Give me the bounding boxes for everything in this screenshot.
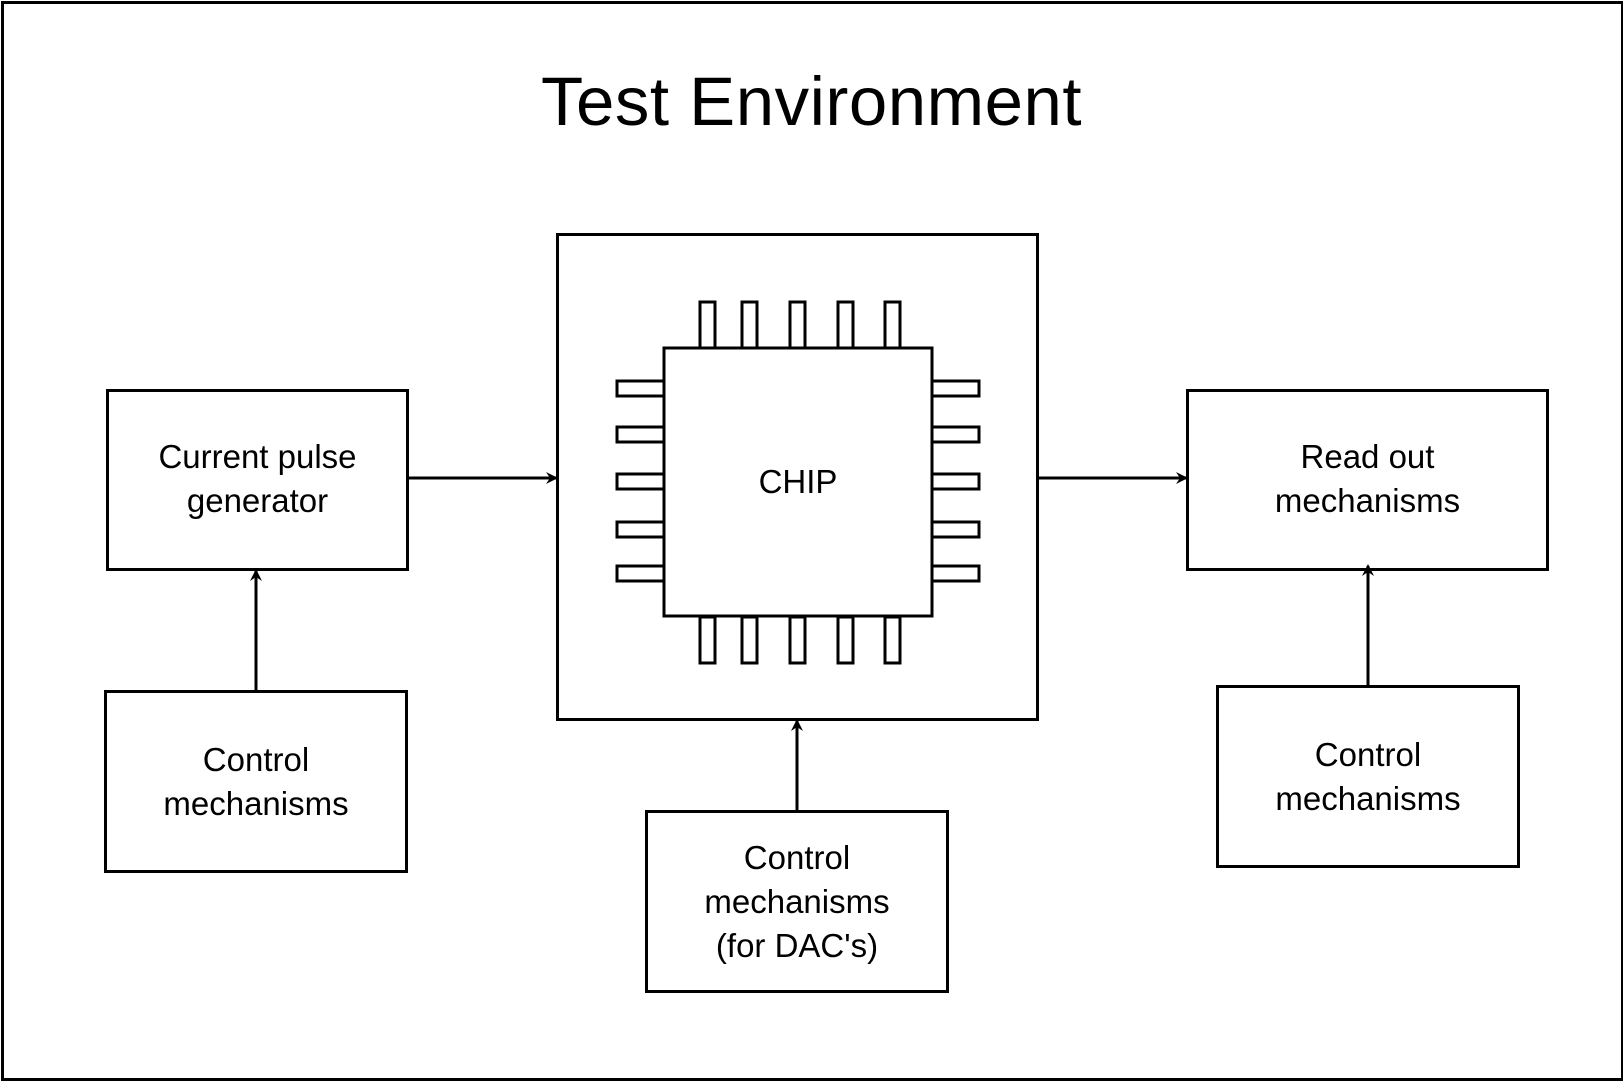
chip-pin — [615, 425, 666, 444]
chip-pin — [788, 300, 807, 350]
chip-pins-right — [930, 379, 981, 583]
current-pulse-generator-label: Current pulse generator — [158, 437, 357, 519]
chip-pin — [615, 520, 666, 539]
control-mechanisms-right-label: Control mechanisms — [1275, 735, 1461, 817]
chip-pin — [930, 425, 981, 444]
chip-pin — [615, 472, 666, 491]
control-mechanisms-left-label: Control mechanisms — [163, 740, 349, 822]
read-out-mechanisms-box: Read out mechanisms — [1186, 389, 1549, 571]
chip-pin — [883, 615, 902, 665]
chip-pin — [740, 300, 759, 350]
control-mechanisms-dac-label: Control mechanisms (for DAC's) — [704, 838, 890, 964]
control-mechanisms-dac-box: Control mechanisms (for DAC's) — [645, 810, 949, 993]
chip-pin — [930, 520, 981, 539]
current-pulse-generator-box: Current pulse generator — [106, 389, 409, 571]
chip-pin — [883, 300, 902, 350]
chip-pin — [788, 615, 807, 665]
chip-pins-left — [615, 379, 666, 583]
chip-pin — [930, 379, 981, 398]
control-mechanisms-left-box: Control mechanisms — [104, 690, 408, 873]
chip-pins-top — [698, 300, 902, 350]
read-out-mechanisms-label: Read out mechanisms — [1274, 437, 1461, 519]
chip-pin — [698, 615, 717, 665]
chip-label: CHIP — [758, 463, 838, 500]
chip-pin — [836, 615, 855, 665]
chip-pin — [930, 564, 981, 583]
chip-pin — [740, 615, 759, 665]
chip-pin — [930, 472, 981, 491]
chip-pin — [698, 300, 717, 350]
diagram-title: Test Environment — [540, 63, 1083, 140]
chip-pin — [615, 379, 666, 398]
chip-pins-bottom — [698, 615, 902, 665]
chip-pin — [615, 564, 666, 583]
control-mechanisms-right-box: Control mechanisms — [1216, 685, 1520, 868]
chip-pin — [836, 300, 855, 350]
chip-body — [662, 346, 934, 618]
